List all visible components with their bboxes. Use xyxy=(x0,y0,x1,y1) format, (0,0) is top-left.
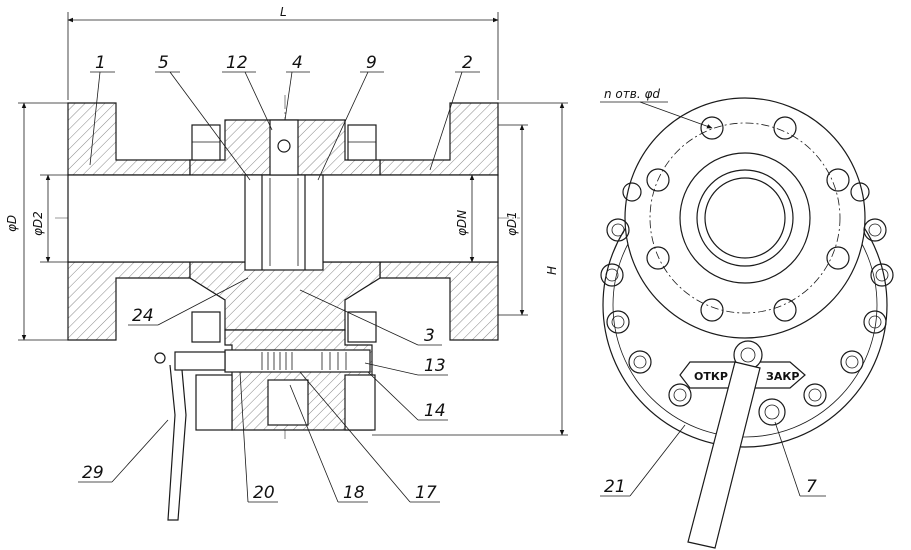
part-5: 5 xyxy=(158,53,169,73)
flange-hub xyxy=(679,152,811,284)
flange-holes xyxy=(646,116,850,322)
part-1: 1 xyxy=(95,53,106,73)
handle-lever-end xyxy=(687,361,761,549)
handle-lever xyxy=(167,364,187,521)
part-12: 12 xyxy=(226,53,248,73)
part-17: 17 xyxy=(415,483,437,503)
right-flange-lower xyxy=(379,261,499,341)
bore-inner xyxy=(704,177,786,259)
part-4: 4 xyxy=(292,53,303,73)
part-20: 20 xyxy=(253,483,275,503)
gear xyxy=(267,379,309,426)
dim-dn: φDN xyxy=(455,210,469,236)
housing-bolt-left xyxy=(195,374,233,431)
right-flange xyxy=(379,102,499,176)
bore-outer xyxy=(696,169,794,267)
housing-bolt-right xyxy=(344,374,376,431)
part-3: 3 xyxy=(424,326,435,346)
handle-shaft xyxy=(174,351,226,371)
dim-d: φD xyxy=(5,215,19,232)
end-view: ОТКР ЗАКР n отв. φd 21 7 xyxy=(600,87,894,549)
plate-close: ЗАКР xyxy=(766,370,799,383)
dim-l: L xyxy=(280,5,287,19)
part-24: 24 xyxy=(132,306,154,326)
plate-open: ОТКР xyxy=(694,370,728,383)
bolt-left-upper xyxy=(191,124,221,161)
flange-disc xyxy=(624,97,866,339)
part-9: 9 xyxy=(366,53,377,73)
housing-nuts xyxy=(600,182,894,426)
part-13: 13 xyxy=(424,356,446,376)
part-18: 18 xyxy=(343,483,365,503)
left-flange-lower xyxy=(67,261,191,341)
dim-d2: φD2 xyxy=(31,211,45,236)
left-flange xyxy=(67,102,191,176)
bolt-left-lower xyxy=(191,311,221,343)
part-callouts: 1 5 12 4 9 2 24 3 13 14 29 20 18 xyxy=(78,53,480,503)
part-21: 21 xyxy=(604,477,626,497)
part-14: 14 xyxy=(424,401,446,421)
bolt-right-lower xyxy=(347,311,377,343)
bolt-right-upper xyxy=(347,124,377,161)
part-29: 29 xyxy=(82,463,104,483)
part-2: 2 xyxy=(462,53,473,73)
holes-label: n отв. φd xyxy=(604,87,660,101)
ball xyxy=(244,174,324,271)
part-7: 7 xyxy=(806,477,817,497)
worm-shaft xyxy=(224,349,371,373)
stem-pin xyxy=(277,139,291,153)
dim-d1: φD1 xyxy=(505,211,519,236)
dim-h: H xyxy=(545,266,559,275)
upper-stem xyxy=(269,119,299,176)
section-view: L φD φD2 φDN φD1 H 1 5 12 xyxy=(5,5,568,521)
